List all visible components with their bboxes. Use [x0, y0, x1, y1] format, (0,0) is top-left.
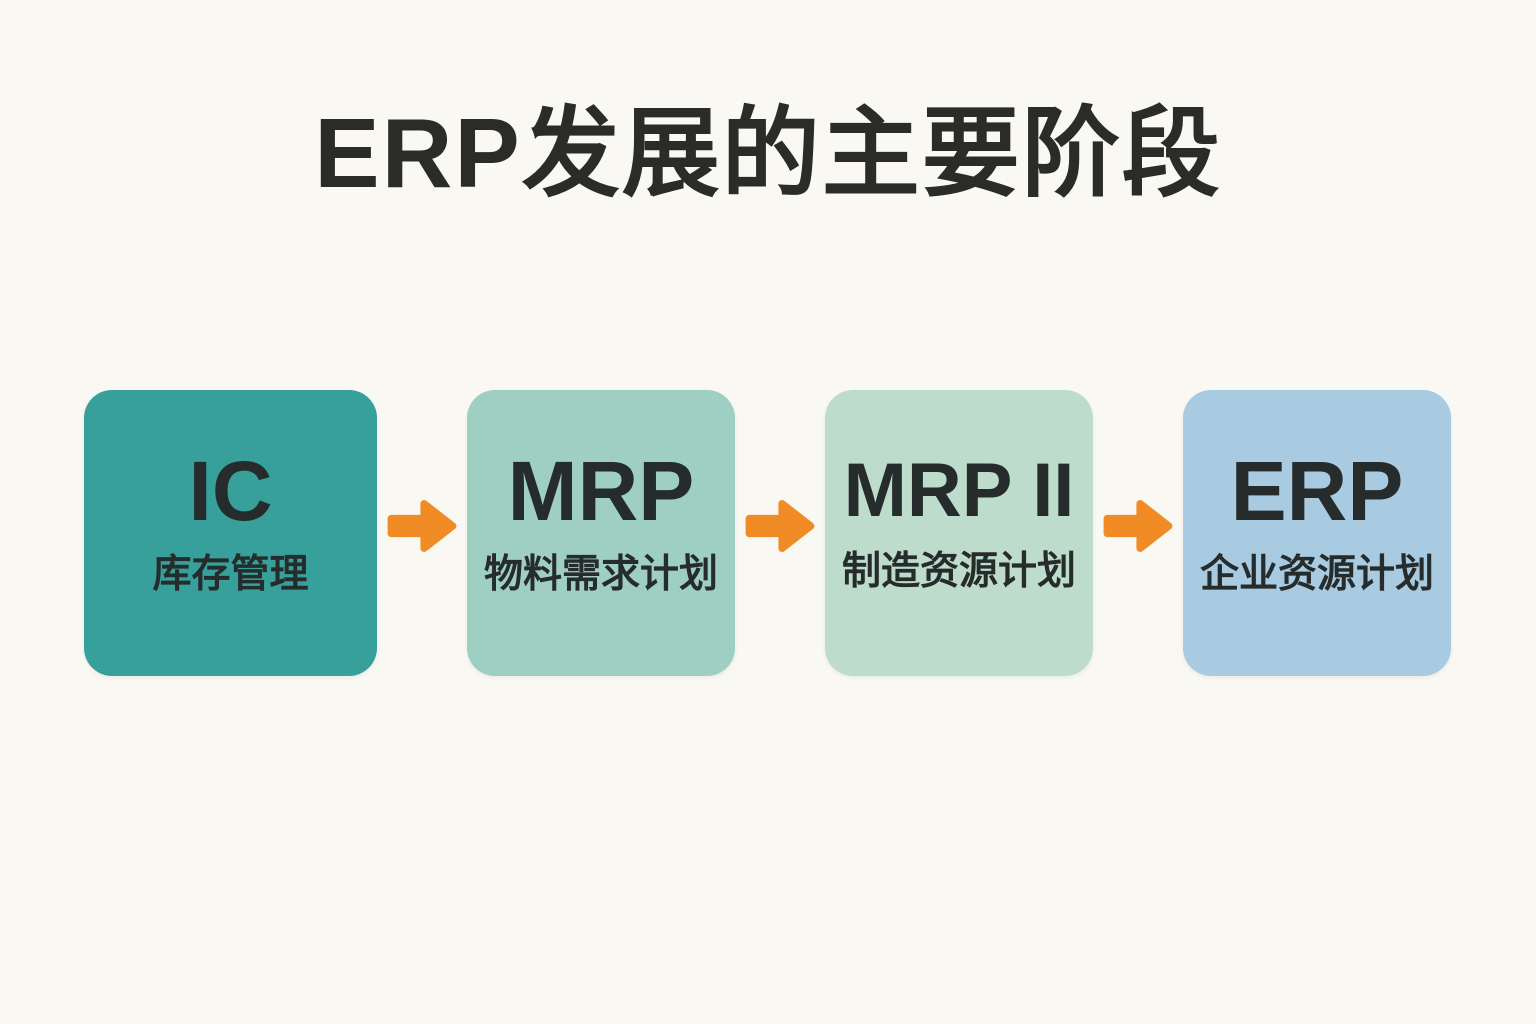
stage-label-ic: 库存管理	[152, 553, 309, 597]
stage-box-mrp: MRP 物料需求计划	[467, 390, 735, 676]
right-arrow-icon	[1103, 500, 1173, 552]
page-title: ERP发展的主要阶段	[314, 98, 1222, 208]
arrow-cell-2	[735, 390, 825, 676]
stage-row: IC 库存管理 MRP 物料需求计划 MRP II 制造资源计划	[84, 390, 1451, 676]
arrow-cell-3	[1093, 390, 1183, 676]
stage-box-mrp2: MRP II 制造资源计划	[825, 390, 1093, 676]
right-arrow-icon	[745, 500, 815, 552]
arrow-cell-1	[377, 390, 467, 676]
stage-label-mrp2: 制造资源计划	[841, 549, 1076, 593]
stage-box-erp: ERP 企业资源计划	[1183, 390, 1451, 676]
stage-label-mrp: 物料需求计划	[483, 553, 718, 597]
stage-acronym-erp: ERP	[1230, 443, 1404, 538]
stage-acronym-mrp: MRP	[507, 443, 695, 538]
stage-box-ic: IC 库存管理	[84, 390, 377, 676]
stage-acronym-ic: IC	[188, 443, 273, 538]
right-arrow-icon	[387, 500, 457, 552]
stage-label-erp: 企业资源计划	[1199, 553, 1434, 597]
stage-acronym-mrp2: MRP II	[843, 448, 1075, 534]
